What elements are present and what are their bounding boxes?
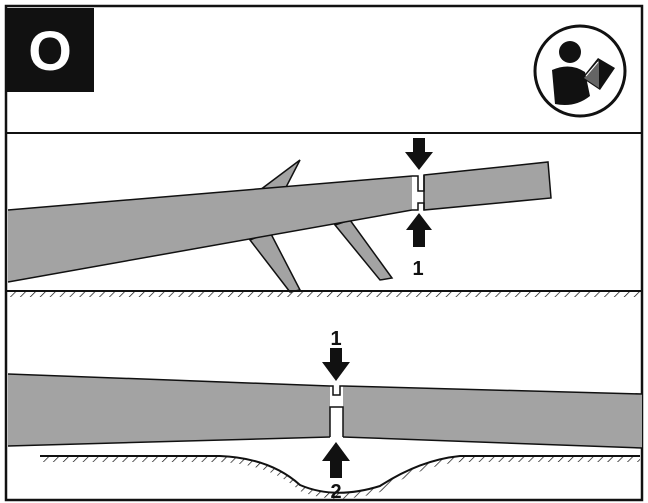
read-manual-icon <box>533 24 627 118</box>
top-arrow-down <box>405 138 433 170</box>
bottom-arrow-down <box>322 348 350 381</box>
ground-dip <box>40 455 640 499</box>
top-label-1: 1 <box>412 258 423 280</box>
bottom-label-1: 1 <box>330 328 341 350</box>
ground-line-top <box>6 290 642 297</box>
top-log <box>7 159 552 293</box>
bottom-arrow-up <box>322 442 350 478</box>
panel-letter: O <box>28 19 72 82</box>
panel-letter-box <box>7 8 94 92</box>
top-arrow-up <box>406 213 432 247</box>
bottom-log <box>7 373 643 449</box>
